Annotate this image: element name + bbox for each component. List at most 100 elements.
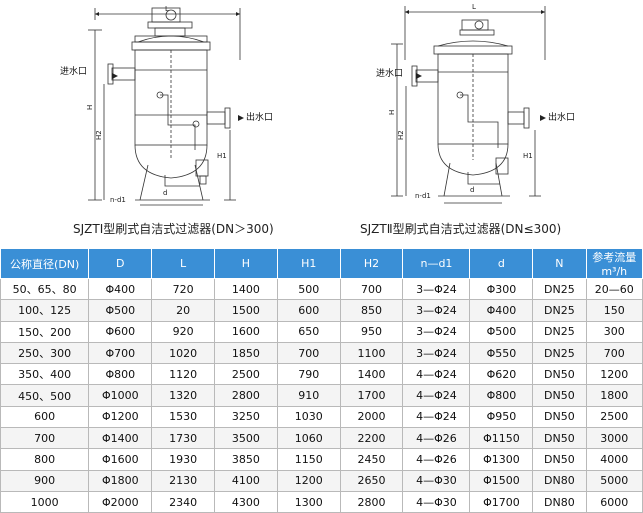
table-cell: Φ1300 [469, 448, 534, 471]
dim-L-label-2: L [472, 3, 476, 11]
table-cell: 450、500 [0, 384, 90, 407]
table-cell: Φ400 [88, 277, 153, 301]
table-cell: Φ300 [469, 277, 534, 301]
header-L: L [151, 248, 215, 279]
table-cell: Φ500 [88, 299, 153, 322]
table-cell: 3250 [213, 405, 278, 429]
table-cell: DN25 [532, 320, 587, 343]
table-cell: Φ500 [469, 320, 534, 343]
table-cell: Φ1000 [88, 384, 153, 407]
table-cell: 100、125 [0, 299, 90, 322]
table-cell: 500 [276, 277, 341, 301]
header-D: D [88, 248, 153, 279]
table-cell: 4—Φ24 [402, 405, 471, 429]
dim-H2-label-2: H2 [397, 130, 405, 140]
table-cell: 4—Φ24 [402, 384, 471, 407]
table-cell: 6000 [585, 490, 643, 513]
dim-d-label: d [163, 189, 167, 197]
table-cell: 2000 [339, 405, 404, 429]
header-dn: 公称直径(DN) [0, 248, 90, 279]
table-cell: 900 [0, 469, 90, 492]
table-cell: DN80 [532, 469, 587, 492]
table-cell: 920 [151, 320, 215, 343]
spec-table: 公称直径(DN) D L H H1 H2 n—d1 d N 参考流量m³/h 5… [0, 248, 643, 513]
table-cell: Φ600 [88, 320, 153, 343]
table-cell: 2500 [585, 405, 643, 429]
table-cell: 2800 [339, 490, 404, 513]
table-cell: 2130 [151, 469, 215, 492]
table-cell: DN50 [532, 405, 587, 429]
table-cell: 2200 [339, 427, 404, 450]
dim-d-label-2: d [470, 186, 474, 194]
table-cell: DN50 [532, 384, 587, 407]
table-cell: DN25 [532, 341, 587, 365]
table-cell: 150 [585, 299, 643, 322]
table-cell: DN50 [532, 448, 587, 471]
dim-H-label: H [86, 105, 94, 110]
table-cell: 50、65、80 [0, 277, 90, 301]
table-cell: 3—Φ24 [402, 277, 471, 301]
table-cell: 1600 [213, 320, 278, 343]
table-cell: 4—Φ30 [402, 490, 471, 513]
table-cell: 1800 [585, 384, 643, 407]
table-cell: 1320 [151, 384, 215, 407]
table-cell: Φ1700 [469, 490, 534, 513]
inlet-label-2: 进水口 [376, 67, 403, 79]
filter-drawing-type-2: L d n-d1 H1 H H2 进水口 出水口 [376, 3, 575, 204]
header-H2: H2 [339, 248, 404, 279]
header-flow: 参考流量m³/h [585, 248, 643, 279]
table-cell: 2450 [339, 448, 404, 471]
dim-H-label-2: H [388, 110, 396, 115]
table-cell: 600 [0, 405, 90, 429]
table-cell: 600 [276, 299, 341, 322]
table-cell: Φ400 [469, 299, 534, 322]
table-cell: Φ1150 [469, 427, 534, 450]
table-cell: 3000 [585, 427, 643, 450]
table-cell: 1150 [276, 448, 341, 471]
table-cell: 800 [0, 448, 90, 471]
table-cell: 700 [0, 427, 90, 450]
header-n-d1: n—d1 [402, 248, 471, 279]
table-cell: 1530 [151, 405, 215, 429]
dim-H2-label: H2 [95, 130, 103, 140]
inlet-label: 进水口 [60, 65, 87, 77]
table-cell: 700 [339, 277, 404, 301]
table-cell: 850 [339, 299, 404, 322]
header-H: H [213, 248, 278, 279]
table-cell: 3500 [213, 427, 278, 450]
table-cell: Φ620 [469, 363, 534, 386]
table-cell: 3—Φ24 [402, 299, 471, 322]
table-cell: 1730 [151, 427, 215, 450]
outlet-label: 出水口 [246, 111, 273, 123]
table-header-row: 公称直径(DN) D L H H1 H2 n—d1 d N 参考流量m³/h [0, 248, 643, 279]
filter-drawing-type-1: L d n-d1 H1 H H2 进水口 出水口 [60, 5, 273, 206]
header-N: N [532, 248, 587, 279]
table-cell: DN50 [532, 363, 587, 386]
table-cell: 4—Φ26 [402, 427, 471, 450]
table-cell: 2500 [213, 363, 278, 386]
table-cell: 4—Φ26 [402, 448, 471, 471]
table-cell: 650 [276, 320, 341, 343]
table-cell: 4—Φ24 [402, 363, 471, 386]
table-cell: 1030 [276, 405, 341, 429]
table-cell: Φ700 [88, 341, 153, 365]
table-cell: 4100 [213, 469, 278, 492]
table-cell: 20—60 [585, 277, 643, 301]
table-cell: 1400 [213, 277, 278, 301]
table-cell: 1500 [213, 299, 278, 322]
header-H1: H1 [276, 248, 341, 279]
figure-caption-type-1: SJZTⅠ型刷式自洁式过滤器(DN＞300) [73, 222, 274, 236]
table-cell: 1300 [276, 490, 341, 513]
table-cell: DN50 [532, 427, 587, 450]
table-cell: Φ800 [469, 384, 534, 407]
table-cell: 3850 [213, 448, 278, 471]
dim-L-label: L [165, 5, 169, 13]
dim-nd1-label: n-d1 [110, 196, 126, 204]
